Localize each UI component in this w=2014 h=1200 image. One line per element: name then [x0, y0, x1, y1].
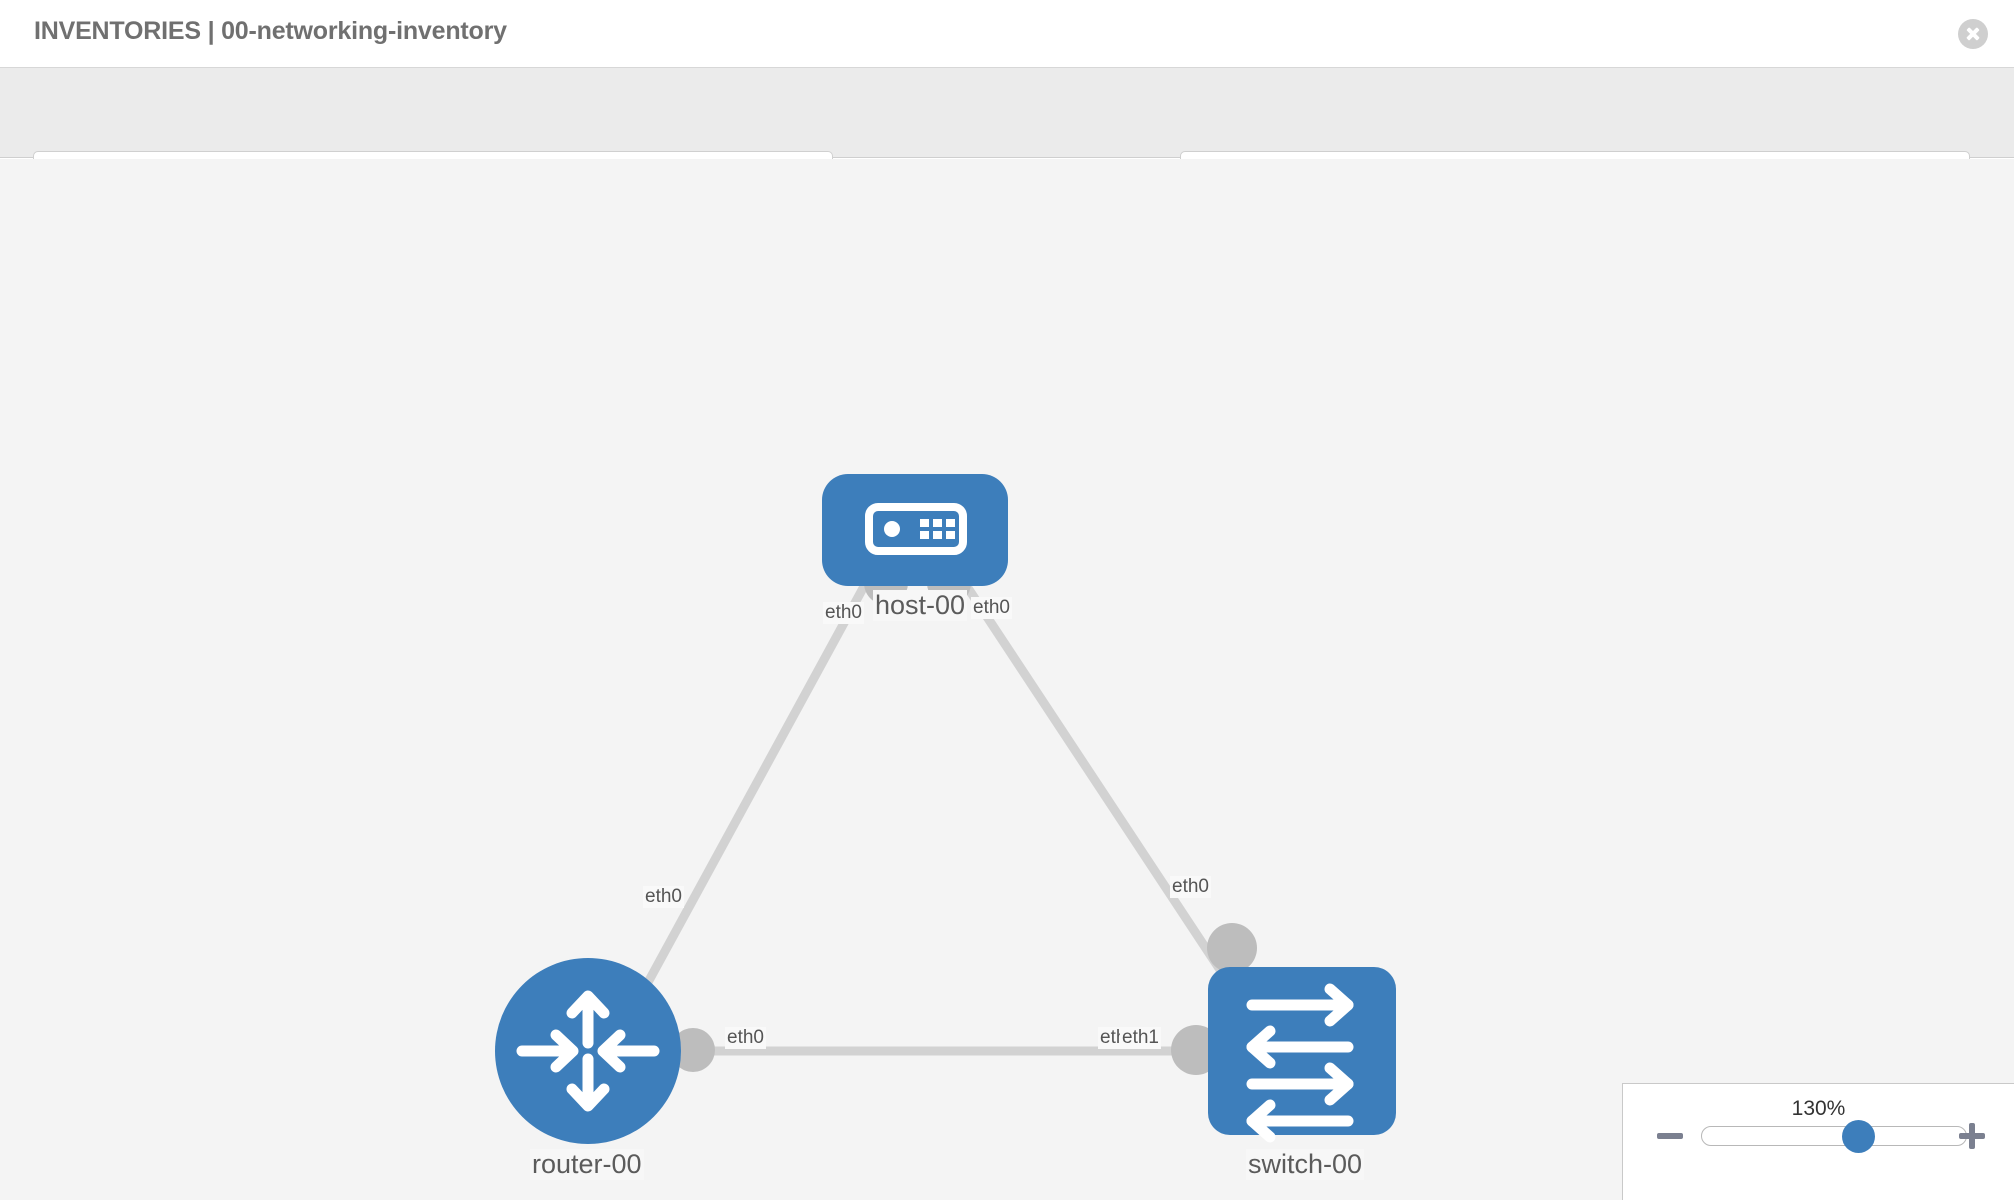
zoom-slider-thumb[interactable] — [1842, 1120, 1875, 1153]
node-host-00 — [822, 474, 1008, 586]
router-arrows-icon — [516, 990, 660, 1112]
topology-canvas[interactable]: eth0 eth0 eth0 eth0 eth0 eth eth1 host-0… — [0, 159, 2014, 1200]
close-icon[interactable] — [1958, 19, 1988, 49]
server-icon — [865, 503, 967, 555]
switch-arrows-icon — [1246, 983, 1354, 1143]
topology-graph — [495, 474, 1396, 1144]
zoom-percent-label: 130% — [1791, 1097, 1846, 1120]
topology-links — [636, 576, 1242, 1056]
title-bar: INVENTORIES | 00-networking-inventory — [0, 0, 2014, 68]
topology-endpoints — [671, 561, 1257, 1075]
node-label-switch-00: switch-00 — [1246, 1149, 1365, 1180]
iface-label: eth0 — [971, 597, 1012, 619]
iface-label: eth0 — [1170, 876, 1211, 898]
minus-icon[interactable] — [1657, 1133, 1683, 1139]
iface-label: eth0 — [725, 1027, 766, 1049]
link-host00-router00 — [636, 576, 872, 1000]
zoom-control: 130% — [1622, 1083, 2014, 1200]
node-switch-00 — [1208, 967, 1396, 1143]
plus-icon[interactable] — [1958, 1122, 1986, 1150]
node-router-00 — [495, 958, 681, 1144]
page-title: INVENTORIES | 00-networking-inventory — [34, 17, 507, 45]
node-label-host-00: host-00 — [873, 590, 968, 621]
toolbar: ACTIONS SEARCH — [0, 68, 2014, 204]
endpoint-circle — [671, 1028, 715, 1072]
iface-label: eth0 — [643, 886, 684, 908]
link-host00-switch00 — [958, 576, 1242, 1000]
zoom-slider[interactable] — [1701, 1120, 1967, 1153]
iface-label: eth1 — [1120, 1027, 1161, 1049]
iface-label: eth0 — [823, 602, 864, 624]
node-label-router-00: router-00 — [530, 1149, 644, 1180]
endpoint-circle — [1207, 923, 1257, 973]
